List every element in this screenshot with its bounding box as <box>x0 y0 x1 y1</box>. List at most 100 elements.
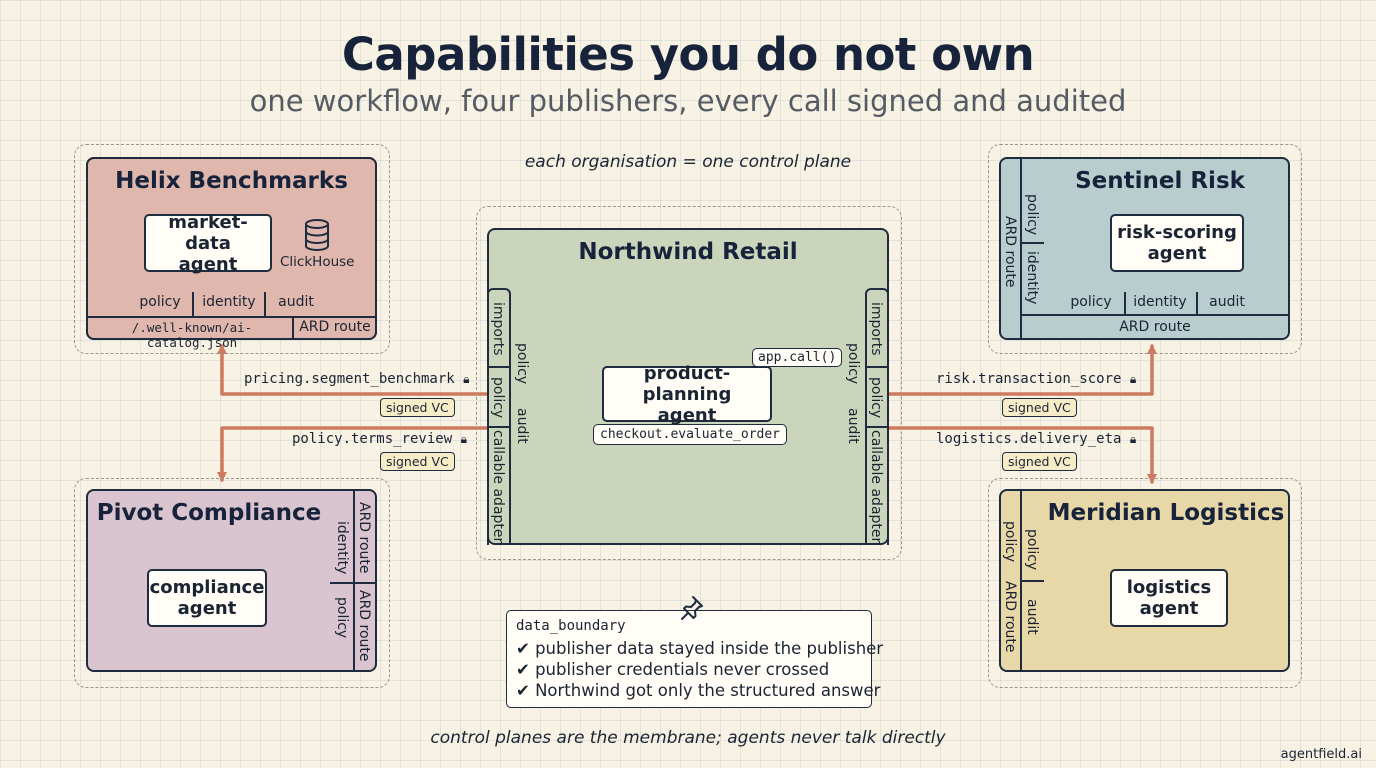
nw-left-audit: audit <box>514 408 530 444</box>
pivot-policy-v: policy <box>334 597 350 639</box>
list-item: ✔ Northwind got only the structured answ… <box>516 680 880 701</box>
data-boundary-title: data_boundary <box>516 618 626 634</box>
nw-left-adapter: callable adapter <box>490 430 506 544</box>
sentinel-org-border <box>999 157 1290 340</box>
bottom-note: control planes are the membrane; agents … <box>430 728 946 748</box>
nw-left-imports: imports <box>490 302 506 356</box>
lock-icon: 🔒︎ <box>463 372 470 386</box>
data-boundary-card <box>506 610 872 708</box>
helix-org-border <box>86 157 377 340</box>
sentinel-route-v: ARD route <box>1002 216 1018 288</box>
meridian-audit-v: audit <box>1024 599 1040 635</box>
nw-right-adapter: callable adapter <box>868 430 884 544</box>
nw-left-policy: policy <box>514 343 530 385</box>
helix-audit-label: audit <box>278 294 314 310</box>
compliance-agent-line1: compliance <box>149 577 265 598</box>
pivot-route-v-bottom: ARD route <box>356 590 372 662</box>
meridian-policy-v: policy <box>1024 529 1040 571</box>
route-terms-label: policy.terms_review 🔒︎ <box>292 431 467 447</box>
sentinel-vsep <box>1022 242 1044 244</box>
data-boundary-item-1: publisher data stayed inside the publish… <box>535 639 884 658</box>
check-icon: ✔ <box>516 681 530 700</box>
arrow-logistics-route <box>886 426 1157 484</box>
sentinel-ard-route: ARD route <box>1119 319 1191 335</box>
lock-icon: 🔒︎ <box>1129 372 1137 386</box>
market-data-agent-line1: market-data <box>168 211 248 254</box>
data-boundary-item-3: Northwind got only the structured answer <box>535 681 881 700</box>
compliance-agent[interactable]: compliance agent <box>147 569 267 627</box>
meridian-route-v: ARD route <box>1002 581 1018 653</box>
nw-right-policy: policy <box>845 343 861 385</box>
sentinel-policy-v: policy <box>1024 194 1040 236</box>
nw-right-sep-1 <box>865 366 889 368</box>
arrow-pricing-route <box>217 344 490 396</box>
top-note: each organisation = one control plane <box>524 152 852 172</box>
nw-right-policy-inner: policy <box>868 377 884 419</box>
northwind-org-title: Northwind Retail <box>578 239 798 265</box>
check-icon: ✔ <box>516 639 530 658</box>
northwind-control-plane-boundary <box>476 206 902 560</box>
nw-left-policy-inner: policy <box>490 377 506 419</box>
list-item: ✔ publisher credentials never crossed <box>516 659 866 680</box>
list-item: ✔ publisher data stayed inside the publi… <box>516 638 883 659</box>
helix-divider <box>88 316 375 318</box>
helix-sep-1 <box>192 292 194 316</box>
meridian-org-title: Meridian Logistics <box>1047 500 1285 526</box>
northwind-right-adapter-strip <box>865 288 889 545</box>
signed-vc-badge-logistics: signed VC <box>1002 452 1077 471</box>
clickhouse-label: ClickHouse <box>280 254 355 270</box>
footer-brand: agentfield.ai <box>1280 747 1362 762</box>
data-boundary-item-2: publisher credentials never crossed <box>535 660 830 679</box>
pivot-vertical-divider <box>353 491 355 670</box>
page-subtitle: one workflow, four publishers, every cal… <box>249 84 1127 118</box>
checkout-evaluate-order: checkout.evaluate_order <box>593 424 788 445</box>
sentinel-control-plane-boundary <box>988 144 1302 354</box>
app-call-label: app.call() <box>752 348 843 367</box>
pivot-hsep <box>330 582 375 584</box>
compliance-agent-line2: agent <box>177 598 237 619</box>
pivot-identity-v: identity <box>334 521 350 575</box>
data-boundary-list: ✔ publisher data stayed inside the publi… <box>516 638 883 701</box>
logistics-agent[interactable]: logistics agent <box>1110 569 1228 627</box>
meridian-hsep <box>1022 580 1044 582</box>
page-title: Capabilities you do not own <box>341 28 1035 81</box>
helix-sep-2 <box>264 292 266 316</box>
route-terms-name: policy.terms_review <box>292 431 453 447</box>
signed-vc-badge-terms: signed VC <box>380 452 455 471</box>
helix-sep-3 <box>292 318 294 338</box>
risk-scoring-agent[interactable]: risk-scoring agent <box>1110 214 1244 272</box>
route-risk-label: risk.transaction_score 🔒︎ <box>936 371 1136 387</box>
pushpin-icon <box>681 596 703 620</box>
database-icon <box>305 219 329 251</box>
meridian-vertical-divider <box>1020 491 1022 670</box>
arrow-risk-route <box>770 344 1157 396</box>
check-icon: ✔ <box>516 660 530 679</box>
risk-scoring-agent-line1: risk-scoring <box>1117 222 1237 243</box>
sentinel-sep-2 <box>1196 292 1198 314</box>
risk-scoring-agent-line2: agent <box>1147 243 1207 264</box>
helix-control-plane-boundary <box>74 144 390 354</box>
sentinel-sep-1 <box>1124 292 1126 314</box>
route-pricing-label: pricing.segment_benchmark 🔒︎ <box>244 371 470 387</box>
logistics-agent-line2: agent <box>1139 598 1199 619</box>
sentinel-policy-label: policy <box>1070 294 1112 310</box>
product-planning-agent[interactable]: product-planning agent <box>602 362 772 426</box>
sentinel-audit-label: audit <box>1209 294 1245 310</box>
lock-icon: 🔒︎ <box>1129 432 1137 446</box>
pivot-control-plane-boundary <box>74 478 390 688</box>
helix-org-title: Helix Benchmarks <box>115 168 348 194</box>
meridian-control-plane-boundary <box>988 478 1302 688</box>
logistics-agent-line1: logistics <box>1126 577 1212 598</box>
helix-ard-route: ARD route <box>299 319 371 335</box>
nw-right-audit: audit <box>845 408 861 444</box>
market-data-agent[interactable]: market-data agent <box>144 211 272 275</box>
helix-identity-label: identity <box>202 294 256 310</box>
sentinel-org-title: Sentinel Risk <box>1075 168 1245 194</box>
sentinel-identity-v: identity <box>1024 251 1040 305</box>
nw-left-sep-2 <box>487 426 511 428</box>
product-planning-agent-line1: product-planning <box>642 362 732 405</box>
nw-right-sep-2 <box>865 426 889 428</box>
pivot-org-title: Pivot Compliance <box>96 500 322 526</box>
sentinel-divider <box>1022 314 1288 316</box>
product-planning-agent-line2: agent <box>657 404 717 426</box>
